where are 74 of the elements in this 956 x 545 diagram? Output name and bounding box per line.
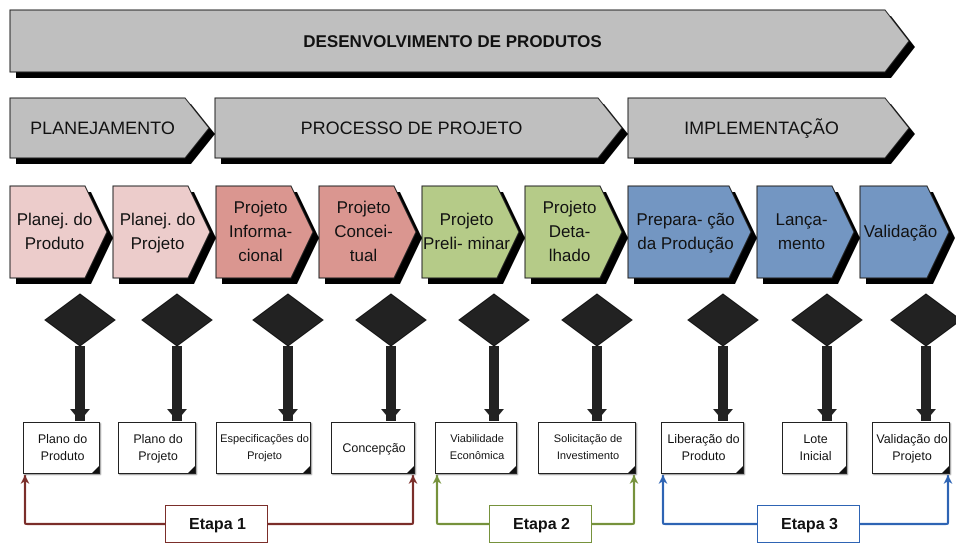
document-box — [118, 422, 196, 474]
stage-label: IMPLEMENTAÇÃO — [683, 120, 840, 136]
document-label: Solicitação de Investimento — [552, 432, 624, 464]
curved-arrow — [592, 475, 638, 526]
block-arrow — [70, 346, 90, 421]
phase-label: Projeto Informa- cional — [228, 197, 294, 267]
stage-label: Etapa 2 — [512, 516, 571, 532]
phase-block — [216, 186, 319, 284]
document-label: Concepção — [341, 440, 407, 456]
decision-diamond — [792, 294, 862, 346]
phase-block — [319, 186, 422, 284]
phase-label: Projeto Deta- lhado — [542, 197, 598, 267]
document-box — [23, 422, 100, 474]
phase-block — [860, 186, 955, 284]
phase-label: Validação — [862, 221, 938, 243]
decision-diamond — [891, 294, 956, 346]
stage-box — [757, 505, 860, 543]
stage-label: Etapa 1 — [188, 516, 247, 532]
banner-title: DESENVOLVIMENTO DE PRODUTOS — [302, 32, 603, 50]
title-banner — [10, 10, 915, 78]
decision-diamond — [459, 294, 529, 346]
stage-banner — [10, 98, 215, 164]
phase-label: Prepara- ção da Produção — [635, 209, 736, 255]
document-label: Plano do Projeto — [132, 431, 184, 465]
phase-block — [628, 186, 757, 284]
document-box — [782, 422, 847, 474]
curved-arrow — [20, 475, 165, 526]
block-arrow — [278, 346, 298, 421]
document-box — [538, 422, 636, 474]
stage-label: PROCESSO DE PROJETO — [300, 120, 524, 136]
phase-block — [422, 186, 525, 284]
phase-block — [113, 186, 216, 284]
document-box — [435, 422, 517, 474]
stage-box — [489, 505, 592, 543]
stage-label: PLANEJAMENTO — [29, 120, 176, 136]
decision-diamond — [45, 294, 115, 346]
decision-diamond — [142, 294, 212, 346]
block-arrow — [381, 346, 401, 421]
phase-label: Planej. do Produto — [16, 209, 94, 255]
phase-label: Projeto Preli- minar — [422, 209, 511, 255]
phase-label: Planej. do Projeto — [118, 209, 196, 255]
block-arrow — [484, 346, 504, 421]
document-box — [216, 422, 311, 474]
block-arrow — [817, 346, 837, 421]
stage-box — [165, 505, 268, 543]
block-arrow — [587, 346, 607, 421]
phase-label: Lança- mento — [774, 209, 828, 255]
document-box — [661, 422, 744, 474]
decision-diamond — [562, 294, 632, 346]
decision-diamond — [356, 294, 426, 346]
document-label: Validação do Projeto — [875, 431, 949, 465]
document-box — [331, 422, 415, 474]
stage-label: Etapa 3 — [780, 516, 839, 532]
curved-arrow — [268, 475, 418, 526]
curved-arrow — [432, 475, 489, 526]
document-label: Liberação do Produto — [666, 431, 741, 465]
curved-arrow — [658, 475, 757, 526]
decision-diamond — [253, 294, 323, 346]
stage-banner — [215, 98, 628, 164]
phase-block — [10, 186, 113, 284]
decision-diamond — [688, 294, 758, 346]
stage-banner — [628, 98, 915, 164]
document-label: Viabilidade Econômica — [448, 432, 506, 464]
document-label: Especificações do Projeto — [219, 432, 310, 464]
phase-block — [757, 186, 860, 284]
phase-block — [525, 186, 628, 284]
block-arrow — [167, 346, 187, 421]
document-box — [872, 422, 950, 474]
block-arrow — [713, 346, 733, 421]
phase-label: Projeto Concei- tual — [333, 197, 394, 267]
curved-arrow — [860, 475, 952, 526]
block-arrow — [916, 346, 936, 421]
document-label: Plano do Produto — [36, 431, 88, 465]
document-label: Lote Inicial — [798, 431, 832, 465]
